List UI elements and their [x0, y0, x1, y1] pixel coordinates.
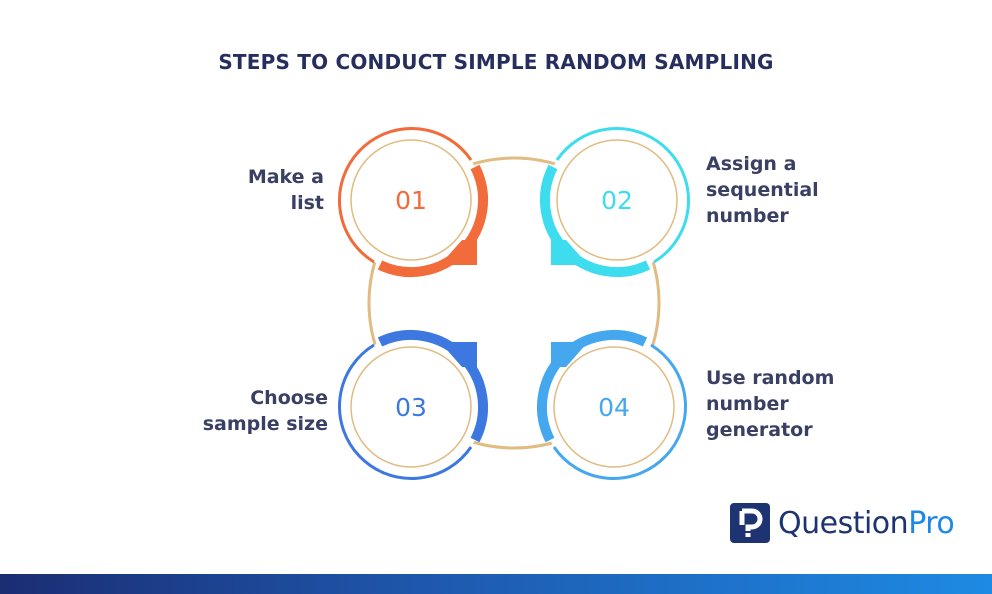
step-03-inner-ring	[350, 346, 472, 468]
bottom-gradient-bar	[0, 574, 992, 594]
step-04-badge: 04	[536, 330, 687, 480]
step-02-inner-ring	[556, 139, 678, 261]
step-02-number: 02	[601, 186, 633, 215]
step-04-label: Use random number generator	[706, 367, 835, 441]
step-01-inner-ring	[350, 139, 472, 261]
step-01-badge: 01	[338, 127, 489, 277]
step-03-number: 03	[395, 393, 427, 422]
questionpro-logo: QuestionPro	[730, 502, 955, 544]
step-04-inner-ring	[553, 346, 675, 468]
questionpro-logo-icon	[730, 503, 770, 543]
step-03-label: Choose sample size	[202, 387, 328, 435]
step-04-number: 04	[598, 393, 630, 422]
step-01-label: Make a list	[247, 166, 324, 214]
step-03-badge: 03	[338, 330, 489, 480]
page-title: STEPS TO CONDUCT SIMPLE RANDOM SAMPLING	[218, 50, 774, 74]
step-02-badge: 02	[539, 127, 690, 277]
step-01-number: 01	[395, 186, 427, 215]
step-02-label: Assign a sequential number	[706, 153, 819, 227]
connector-ring	[367, 156, 661, 450]
questionpro-logo-text: QuestionPro	[778, 505, 955, 541]
